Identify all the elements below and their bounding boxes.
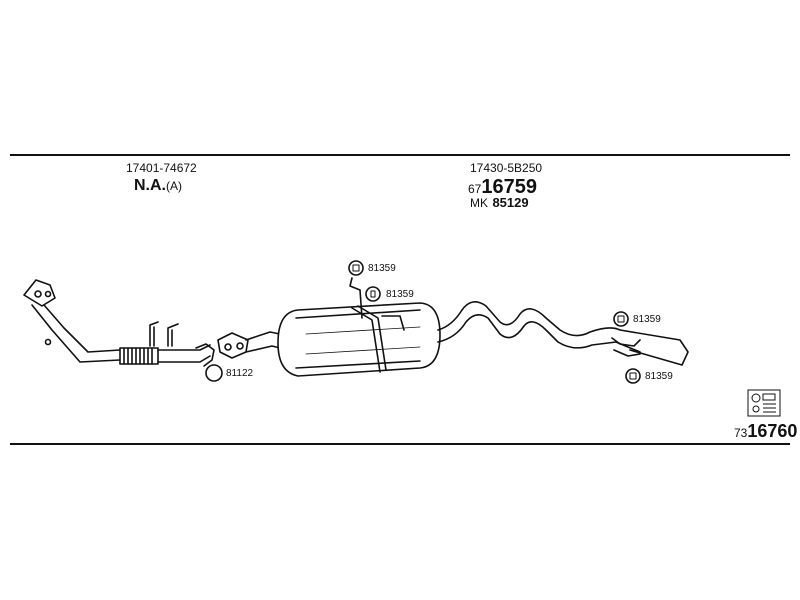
hanger-top-1-marker — [348, 260, 364, 276]
muffler — [277, 277, 441, 377]
hanger-rear-2-label: 81359 — [645, 371, 673, 382]
availability-note: (A) — [166, 179, 182, 193]
clamp-front-label: 81122 — [226, 368, 254, 379]
front-pipe — [31, 304, 215, 367]
left-availability: N.A.(A) — [134, 178, 182, 194]
ref-number: 16759 — [481, 176, 537, 198]
top-divider — [10, 154, 790, 156]
right-part-number: 17430-5B250 — [470, 161, 543, 175]
footer-code: 7316760 — [734, 422, 797, 441]
bottom-divider — [10, 443, 790, 445]
parts-kit-icon — [747, 389, 781, 417]
hanger-top-1-label: 81359 — [368, 263, 396, 274]
clamp-front-marker — [205, 364, 223, 382]
tail-pipe — [437, 301, 689, 366]
hanger-rear-2-marker — [625, 368, 641, 384]
hanger-top-2-marker — [365, 286, 381, 302]
right-mk-number: MK 85129 — [470, 195, 529, 211]
mk-number: 85129 — [492, 195, 529, 210]
hanger-top-2-label: 81359 — [386, 289, 414, 300]
front-flange — [23, 279, 56, 307]
footer-code-number: 16760 — [747, 421, 798, 441]
right-ref-number: 6716759 — [468, 177, 537, 197]
left-part-number: 17401-74672 — [126, 161, 197, 175]
footer-code-prefix: 73 — [734, 426, 748, 440]
mk-prefix: MK — [470, 196, 488, 210]
ref-prefix: 67 — [468, 182, 482, 196]
hanger-rear-1-marker — [613, 311, 629, 327]
availability-text: N.A. — [134, 177, 166, 194]
hanger-rear-1-label: 81359 — [633, 314, 661, 325]
